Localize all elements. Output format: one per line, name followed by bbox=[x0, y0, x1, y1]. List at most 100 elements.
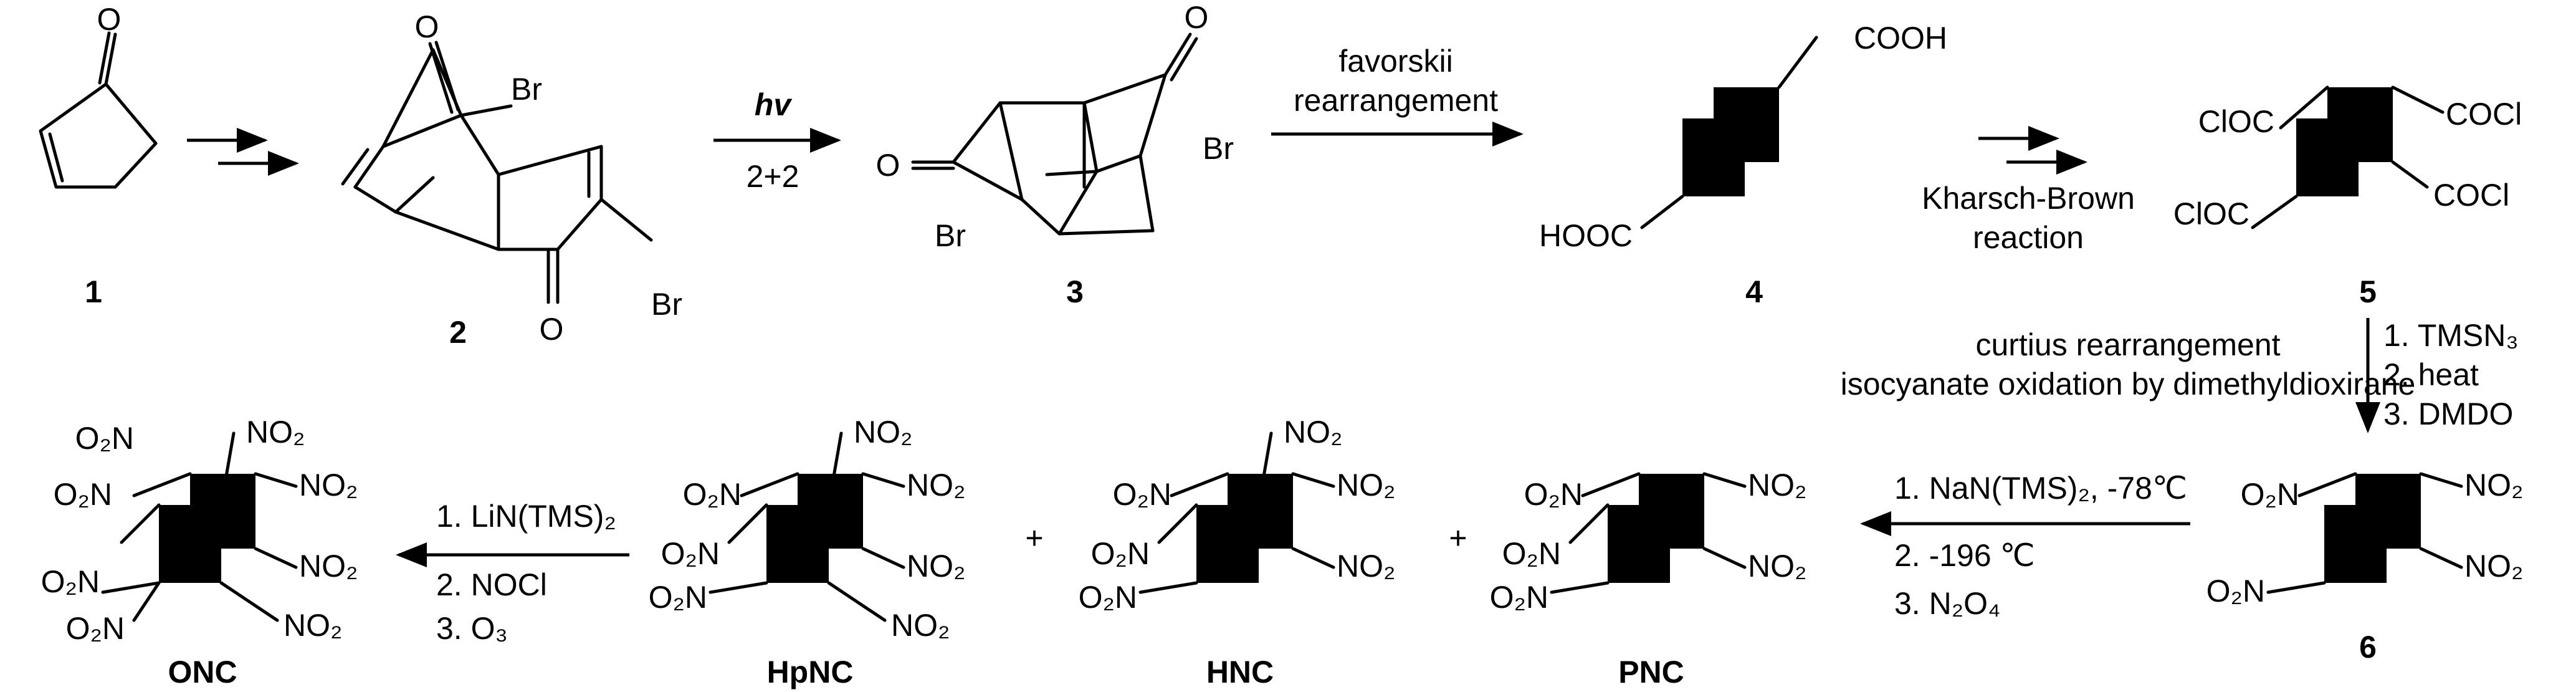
compound-3-bonds bbox=[911, 32, 1198, 236]
compound-5-cocl-bottom-right: COCl bbox=[2433, 178, 2509, 213]
compound-hpnc-no2-4: O₂N bbox=[661, 536, 720, 571]
compound-1: O 1 bbox=[39, 2, 158, 309]
arrow-3: favorskii rearrangement bbox=[1271, 44, 1524, 147]
compound-3-number: 3 bbox=[1066, 274, 1084, 309]
compound-5-number: 5 bbox=[2359, 274, 2377, 309]
arrow-7: 1. LiN(TMS)₂ 2. NOCl 3. O₃ bbox=[396, 499, 629, 646]
arrow-2: hv 2+2 bbox=[713, 87, 841, 194]
compound-1-oxygen: O bbox=[97, 2, 122, 37]
arrow-4-label-line2: reaction bbox=[1973, 220, 2084, 255]
compound-4-bonds bbox=[1640, 36, 1818, 229]
compound-hnc-no2-1: O₂N bbox=[1113, 477, 1171, 512]
compound-onc-label: ONC bbox=[168, 655, 237, 690]
compound-hpnc-no2-5: O₂N bbox=[649, 580, 707, 615]
compound-hnc-no2-4: O₂N bbox=[1091, 536, 1150, 571]
compound-6-number: 6 bbox=[2359, 630, 2377, 665]
compound-1-number: 1 bbox=[85, 274, 102, 309]
compound-hnc-no2-3: NO₂ bbox=[1337, 468, 1395, 502]
compound-2: O Br O Br 2 bbox=[341, 9, 682, 350]
compound-onc: O₂N NO₂ NO₂ O₂N O₂N NO₂ O₂N NO₂ ONC bbox=[41, 415, 358, 690]
compound-pnc-no2-5: NO₂ bbox=[1748, 549, 1806, 584]
compound-onc-bonds bbox=[101, 431, 298, 622]
compound-onc-no2-4: O₂N bbox=[54, 477, 112, 512]
compound-pnc-no2-2: NO₂ bbox=[1748, 468, 1806, 502]
arrow-7-condition-1: 1. LiN(TMS)₂ bbox=[436, 499, 616, 534]
compound-6: O₂N NO₂ O₂N NO₂ 6 bbox=[2206, 468, 2524, 665]
compound-5-cocl-bottom-left: ClOC bbox=[2173, 196, 2249, 231]
arrow-5-note-line2: isocyanate oxidation by dimethyldioxiran… bbox=[1841, 367, 2416, 401]
compound-onc-no2-8: NO₂ bbox=[284, 608, 342, 643]
plus-sign-2: + bbox=[1449, 521, 1467, 555]
compound-3-bromine-right: Br bbox=[1203, 131, 1234, 166]
compound-hpnc-no2-2: NO₂ bbox=[854, 415, 912, 449]
compound-1-bonds bbox=[39, 31, 158, 189]
compound-3-bromine-left: Br bbox=[935, 218, 966, 253]
compound-onc-no2-1: O₂N bbox=[75, 421, 134, 456]
arrow-5-condition-2: 2. heat bbox=[2383, 357, 2479, 392]
compound-6-no2-left-top: O₂N bbox=[2241, 477, 2299, 512]
compound-5-cocl-top-left: ClOC bbox=[2198, 104, 2274, 139]
plus-sign-1: + bbox=[1025, 521, 1043, 555]
arrow-3-label-line2: rearrangement bbox=[1294, 83, 1498, 118]
compound-4-cooh-top: COOH bbox=[1854, 21, 1947, 55]
arrow-5: 1. TMSN₃ 2. heat 3. DMDO curtius rearran… bbox=[1841, 318, 2519, 433]
compound-3-oxygen-left: O bbox=[876, 148, 900, 183]
compound-hnc-label: HNC bbox=[1206, 655, 1274, 690]
arrow-6-condition-1: 1. NaN(TMS)₂, -78℃ bbox=[1894, 471, 2187, 506]
compound-hnc-no2-5: O₂N bbox=[1079, 580, 1137, 615]
compound-2-bromine-top: Br bbox=[511, 72, 542, 107]
arrow-2-condition-2plus2: 2+2 bbox=[747, 159, 799, 194]
compound-6-bonds bbox=[2266, 472, 2463, 594]
compound-onc-no2-3: NO₂ bbox=[299, 468, 358, 502]
compound-hnc-bonds bbox=[1138, 431, 1335, 594]
compound-pnc-no2-1: O₂N bbox=[1524, 477, 1583, 512]
compound-6-no2-right-top: NO₂ bbox=[2464, 468, 2523, 502]
compound-hpnc-no2-1: O₂N bbox=[683, 477, 742, 512]
compound-6-no2-left-bottom: O₂N bbox=[2206, 574, 2265, 608]
compound-2-oxygen-top: O bbox=[415, 9, 439, 44]
compound-onc-no2-5: O₂N bbox=[41, 564, 100, 599]
arrow-7-condition-2: 2. NOCl bbox=[436, 567, 547, 602]
compound-hnc-no2-6: NO₂ bbox=[1337, 549, 1395, 584]
compound-2-oxygen-bottom: O bbox=[540, 312, 564, 347]
arrow-1 bbox=[187, 128, 299, 176]
compound-onc-no2-7: O₂N bbox=[66, 611, 125, 646]
compound-3-oxygen-top: O bbox=[1185, 0, 1209, 35]
compound-hnc: O₂N NO₂ NO₂ O₂N O₂N NO₂ HNC bbox=[1079, 415, 1396, 690]
compound-hpnc-no2-6: NO₂ bbox=[907, 549, 965, 584]
arrow-3-label-line1: favorskii bbox=[1338, 44, 1453, 79]
compound-hnc-no2-2: NO₂ bbox=[1284, 415, 1342, 449]
compound-4: COOH HOOC 4 bbox=[1539, 21, 1947, 309]
arrow-5-condition-3: 3. DMDO bbox=[2383, 396, 2513, 431]
arrow-4: Kharsch-Brown reaction bbox=[1922, 126, 2135, 255]
arrow-5-condition-1: 1. TMSN₃ bbox=[2383, 318, 2519, 353]
arrow-4-label-line1: Kharsch-Brown bbox=[1922, 181, 2135, 216]
compound-5-cocl-top-right: COCl bbox=[2446, 97, 2522, 132]
compound-2-bromine-bottom: Br bbox=[651, 287, 682, 322]
compound-5: ClOC COCl ClOC COCl 5 bbox=[2173, 85, 2522, 309]
arrow-6-condition-2: 2. -196 ℃ bbox=[1894, 538, 2035, 573]
compound-hpnc-label: HpNC bbox=[767, 655, 854, 690]
compound-hpnc-no2-3: NO₂ bbox=[907, 468, 965, 502]
compound-hpnc-no2-7: NO₂ bbox=[891, 608, 950, 643]
compound-pnc-no2-3: O₂N bbox=[1502, 536, 1561, 571]
compound-6-no2-right-bottom: NO₂ bbox=[2464, 549, 2523, 584]
compound-2-number: 2 bbox=[449, 315, 467, 350]
compound-5-bonds bbox=[2251, 85, 2445, 229]
compound-pnc-no2-4: O₂N bbox=[1490, 580, 1548, 615]
compound-3: O Br O Br 3 bbox=[876, 0, 1234, 309]
arrow-6: 1. NaN(TMS)₂, -78℃ 2. -196 ℃ 3. N₂O₄ bbox=[1860, 471, 2190, 621]
compound-4-cooh-bottom: HOOC bbox=[1539, 218, 1633, 253]
compound-4-number: 4 bbox=[1745, 274, 1763, 309]
compound-hpnc: O₂N NO₂ NO₂ O₂N O₂N NO₂ NO₂ HpNC bbox=[649, 415, 966, 690]
compound-onc-no2-6: NO₂ bbox=[299, 549, 358, 584]
arrow-7-condition-3: 3. O₃ bbox=[436, 611, 508, 646]
compound-pnc-label: PNC bbox=[1618, 655, 1684, 690]
compound-pnc: O₂N NO₂ O₂N O₂N NO₂ PNC bbox=[1490, 468, 1807, 690]
compound-2-bonds bbox=[341, 41, 653, 304]
compound-pnc-bonds bbox=[1550, 472, 1747, 594]
compound-onc-no2-2: NO₂ bbox=[246, 415, 305, 449]
arrow-2-condition-hv: hv bbox=[755, 87, 793, 122]
compound-hpnc-bonds bbox=[708, 431, 905, 622]
